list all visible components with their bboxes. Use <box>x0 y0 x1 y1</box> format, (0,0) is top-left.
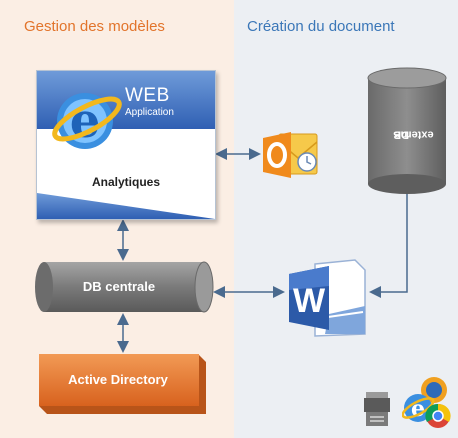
models-management-heading: Gestion des modèles <box>24 18 165 35</box>
document-creation-heading: Création du document <box>247 18 395 35</box>
db-centrale-label: DB centrale <box>82 279 156 294</box>
browsers-icon: e <box>402 377 451 428</box>
db-externe-cylinder <box>367 67 447 194</box>
web-application-card: e WEB Application Analytiques <box>36 70 216 220</box>
web-application-title: WEB <box>125 85 170 106</box>
svg-text:W: W <box>293 282 326 320</box>
db-centrale-cylinder <box>35 261 214 313</box>
active-directory-box <box>39 354 206 414</box>
db-externe-label-line2: externe <box>394 128 435 141</box>
outlook-icon <box>263 132 318 178</box>
web-application-footer <box>37 193 215 219</box>
word-icon: W <box>289 259 366 337</box>
db-externe-to-word-connector <box>369 194 408 298</box>
web-application-subtitle: Application <box>125 107 174 118</box>
printer-icon <box>364 392 390 426</box>
internet-explorer-icon: e <box>52 93 122 149</box>
web-application-label: Analytiques <box>91 175 160 189</box>
active-directory-label: Active Directory <box>68 372 168 387</box>
